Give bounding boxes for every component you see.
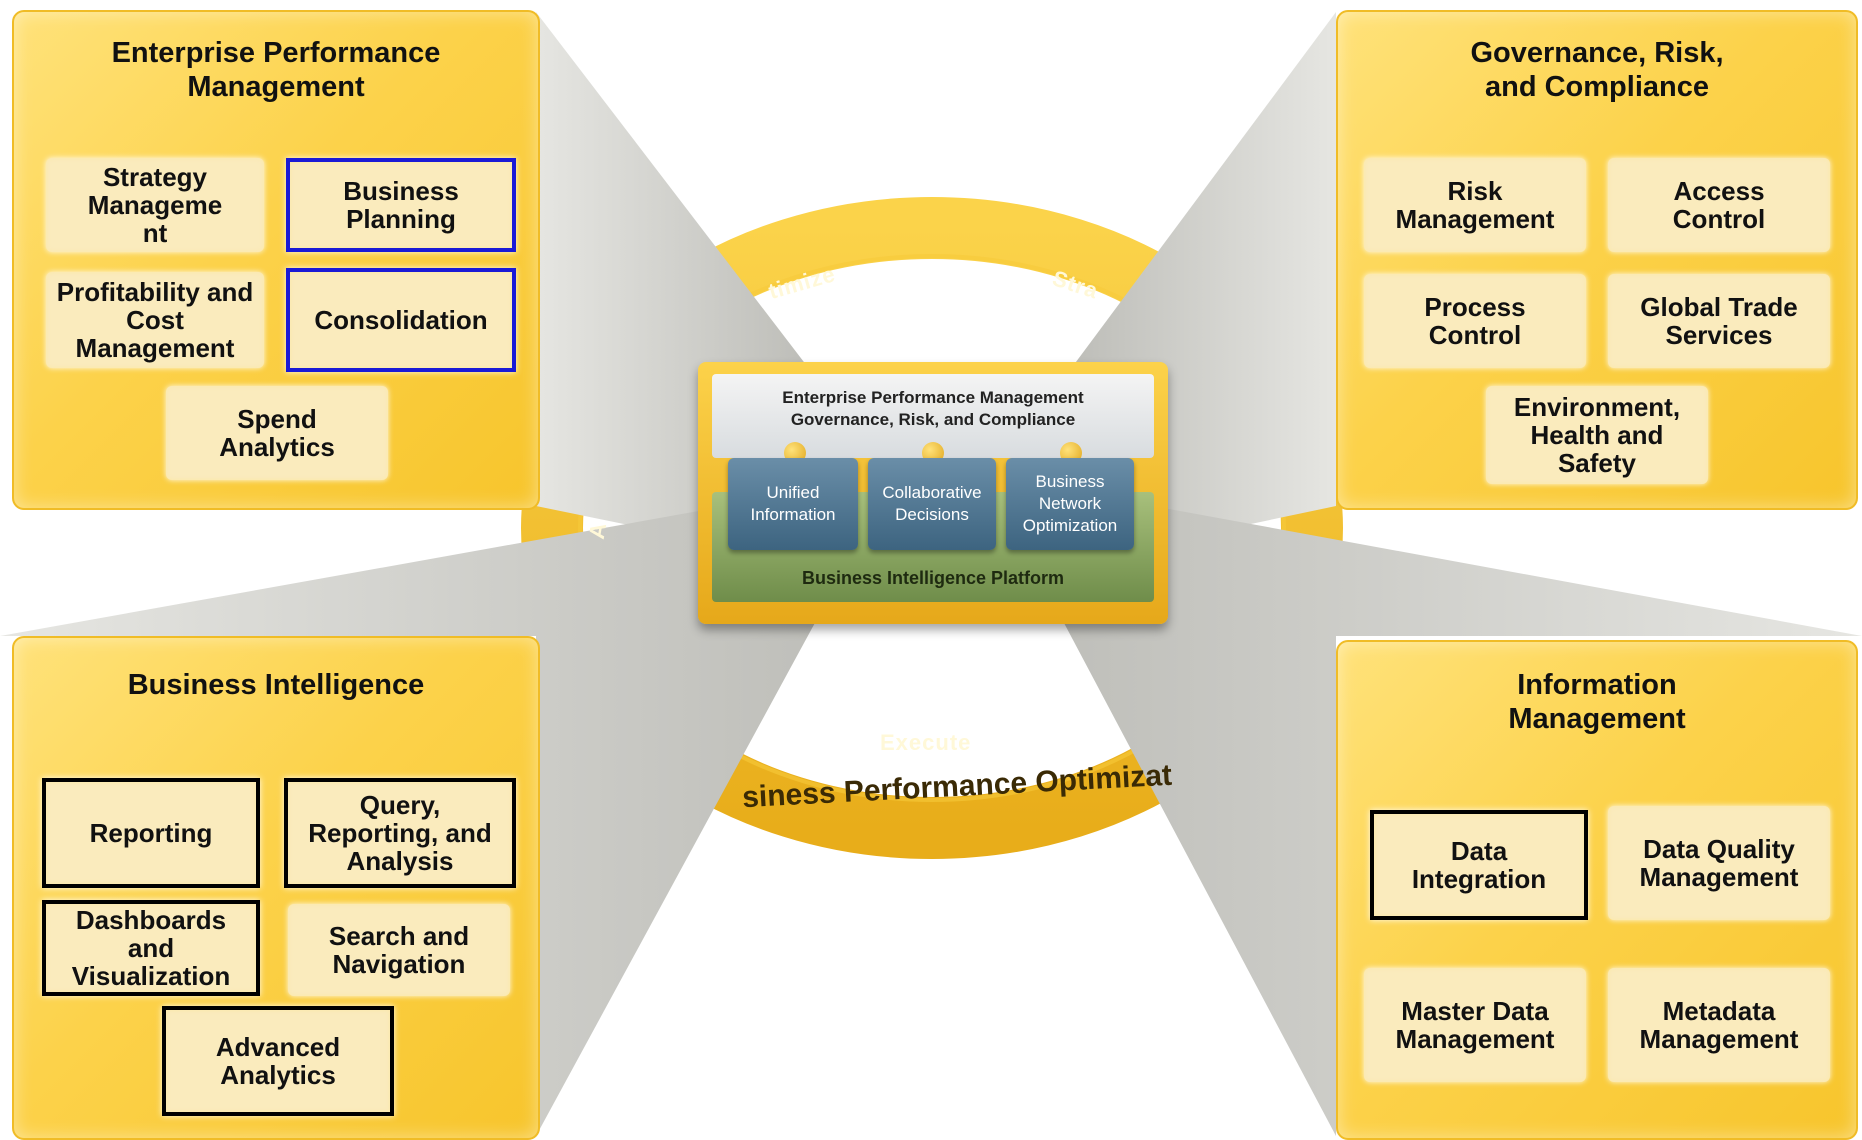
box-reporting: Reporting xyxy=(42,778,260,888)
panel-title: Governance, Risk, and Compliance xyxy=(1470,37,1724,103)
panel-enterprise-performance-management: Enterprise Performance Management Strate… xyxy=(12,10,540,510)
panel-information-management: Information Management Data Integration … xyxy=(1336,640,1858,1140)
box-global-trade-services: Global Trade Services xyxy=(1608,274,1830,368)
box-profitability-cost-management: Profitability and Cost Management xyxy=(46,272,264,368)
box-environment-health-safety: Environment, Health and Safety xyxy=(1486,386,1708,484)
panel-governance-risk-compliance: Governance, Risk, and Compliance Risk Ma… xyxy=(1336,10,1858,510)
box-data-integration: Data Integration xyxy=(1370,810,1588,920)
box-data-quality-management: Data Quality Management xyxy=(1608,806,1830,920)
panel-title: Information Management xyxy=(1508,669,1686,735)
center-header-line1: Enterprise Performance Management xyxy=(782,388,1084,407)
box-metadata-management: Metadata Management xyxy=(1608,968,1830,1082)
tile-business-network-optimization: Business Network Optimization xyxy=(1006,458,1134,550)
box-dashboards-visualization: Dashboards and Visualization xyxy=(42,900,260,996)
panel-title: Enterprise Performance Management xyxy=(111,37,441,103)
box-query-reporting-analysis: Query, Reporting, and Analysis xyxy=(284,778,516,888)
box-advanced-analytics: Advanced Analytics xyxy=(162,1006,394,1116)
tile-collaborative-decisions: Collaborative Decisions xyxy=(868,458,996,550)
platform-label: Business Intelligence Platform xyxy=(801,568,1065,588)
beam-bottom-right xyxy=(1020,500,1862,1136)
panel-title: Business Intelligence xyxy=(127,669,425,701)
tile-unified-information: Unified Information xyxy=(728,458,858,550)
box-consolidation: Consolidation xyxy=(286,268,516,372)
beam-bottom-left xyxy=(0,500,860,1136)
box-risk-management: Risk Management xyxy=(1364,158,1586,252)
box-master-data-management: Master Data Management xyxy=(1364,968,1586,1082)
box-process-control: Process Control xyxy=(1364,274,1586,368)
center-platform-graphic: Enterprise Performance Management Govern… xyxy=(698,362,1168,624)
box-spend-analytics: Spend Analytics xyxy=(166,386,388,480)
box-business-planning: Business Planning xyxy=(286,158,516,252)
ring-label-execute: Execute xyxy=(880,730,972,755)
box-search-navigation: Search and Navigation xyxy=(288,904,510,996)
center-header-line2: Governance, Risk, and Compliance xyxy=(790,410,1076,429)
cycle-ring xyxy=(521,197,1343,859)
box-access-control: Access Control xyxy=(1608,158,1830,252)
box-strategy-management: Strategy Manageme nt xyxy=(46,158,264,252)
panel-business-intelligence: Business Intelligence Reporting Query, R… xyxy=(12,636,540,1140)
